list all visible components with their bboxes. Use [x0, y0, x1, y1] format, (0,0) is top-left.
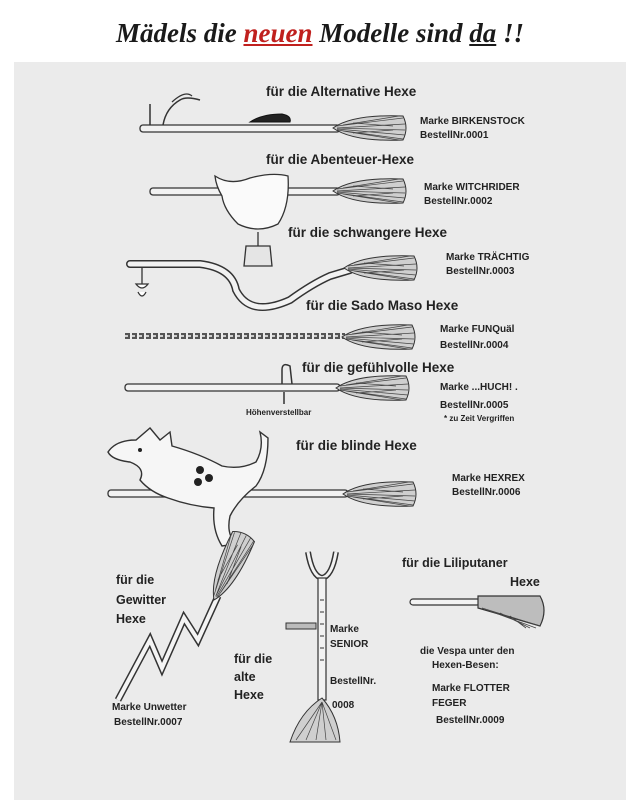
broom-5-order: BestellNr.0005	[440, 400, 509, 411]
old-title-line3: Hexe	[234, 688, 264, 702]
old-order-line2: 0008	[332, 700, 355, 711]
saddle-icon	[214, 173, 289, 230]
headline-part1: Mädels die	[115, 18, 237, 48]
dog-icon	[107, 427, 269, 547]
broom-6-brand: Marke HEXREX	[452, 473, 525, 484]
broom-storm-icon	[114, 528, 257, 702]
broom-5-note: * zu Zeit Vergriffen	[444, 414, 515, 423]
broom-6-title: für die blinde Hexe	[296, 438, 417, 453]
lilliput-brand-line2: FEGER	[432, 698, 467, 709]
lilliput-order: BestellNr.0009	[436, 715, 505, 726]
lilliput-desc-line2: Hexen-Besen:	[432, 660, 499, 671]
lilliput-brand-line1: Marke FLOTTER	[432, 683, 510, 694]
old-title-line2: alte	[234, 670, 256, 684]
broom-hook-icon	[124, 363, 410, 404]
headline-highlight: neuen	[243, 18, 313, 48]
sandal-icon	[248, 113, 291, 123]
broom-adventure-icon	[149, 173, 407, 267]
headline-underlined: da	[469, 18, 497, 48]
broom-old-icon	[285, 551, 341, 743]
storm-order: BestellNr.0007	[114, 717, 183, 728]
broom-5-brand: Marke ...HUCH! .	[440, 382, 518, 393]
broom-1-title: für die Alternative Hexe	[266, 84, 417, 99]
lilliput-title-line2: Hexe	[510, 575, 540, 589]
broom-2-order: BestellNr.0002	[424, 196, 493, 207]
pacifier-icon	[134, 268, 150, 297]
broom-4-brand: Marke FUNQuäl	[440, 324, 515, 335]
headline: Mädels die neuen Modelle sind da !!	[0, 18, 640, 49]
headline-part2: Modelle sind	[319, 18, 463, 48]
headline-end: !!	[503, 18, 525, 48]
storm-title-line2: Gewitter	[116, 593, 167, 607]
broom-4-title: für die Sado Maso Hexe	[306, 298, 459, 313]
broom-3-order: BestellNr.0003	[446, 266, 515, 277]
broom-blind-icon	[107, 427, 417, 547]
broom-alternative-icon	[139, 93, 407, 141]
broom-1-brand: Marke BIRKENSTOCK	[420, 116, 525, 127]
broom-5-title: für die gefühlvolle Hexe	[302, 360, 455, 375]
old-brand-line2: SENIOR	[330, 639, 369, 650]
hook-icon	[281, 363, 293, 404]
broom-1-order: BestellNr.0001	[420, 130, 489, 141]
storm-title-line1: für die	[116, 573, 155, 587]
broom-pregnant-icon	[126, 255, 418, 311]
broom-6-order: BestellNr.0006	[452, 487, 521, 498]
old-title-line1: für die	[234, 652, 273, 666]
hand-brush-icon	[409, 595, 545, 629]
old-order-line1: BestellNr.	[330, 676, 377, 687]
lilliput-desc-line1: die Vespa unter den	[420, 646, 515, 657]
broom-3-title: für die schwangere Hexe	[288, 225, 448, 240]
storm-brand: Marke Unwetter	[112, 702, 187, 713]
broom-5-adjust-label: Höhenverstellbar	[246, 408, 312, 417]
broom-2-title: für die Abenteuer-Hexe	[266, 152, 415, 167]
broom-2-brand: Marke WITCHRIDER	[424, 182, 520, 193]
lilliput-title-line1: für die Liliputaner	[402, 556, 508, 570]
broom-4-order: BestellNr.0004	[440, 340, 509, 351]
broom-3-brand: Marke TRÄCHTIG	[446, 252, 530, 263]
broom-chain-icon	[125, 324, 416, 350]
old-brand-line1: Marke	[330, 624, 359, 635]
storm-title-line3: Hexe	[116, 612, 146, 626]
